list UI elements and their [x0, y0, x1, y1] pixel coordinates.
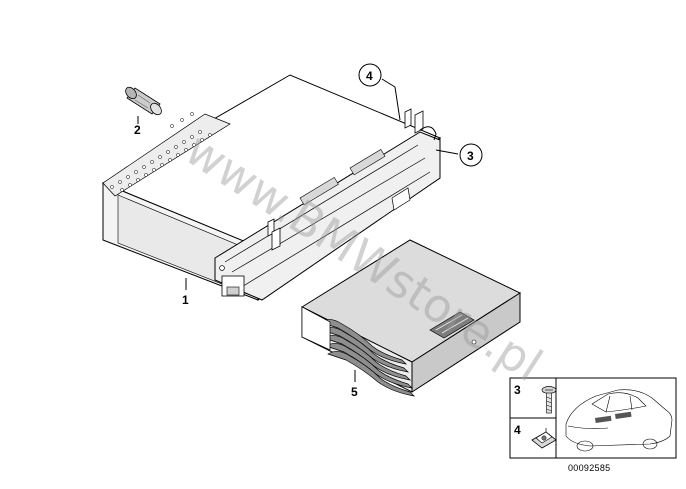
inset-box: 3 4 — [509, 377, 677, 473]
callout-2: 2 — [134, 123, 141, 137]
leader-lines — [137, 78, 459, 382]
inset-label-3: 3 — [514, 383, 521, 397]
callout-3-text: 3 — [467, 149, 474, 163]
cd-changer-unit — [101, 74, 442, 301]
callout-4: 4 — [358, 63, 382, 87]
callout-5: 5 — [351, 385, 358, 399]
callout-labels: 1 2 3 4 5 — [134, 63, 483, 399]
ventilation-holes — [110, 112, 212, 192]
car-silhouette-icon — [565, 389, 673, 452]
callout-4-text: 4 — [366, 69, 373, 83]
reference-number: 00092585 — [568, 463, 610, 473]
mounting-pin — [125, 86, 162, 116]
cd-magazine — [300, 239, 522, 397]
clip-nut-icon — [531, 428, 557, 449]
inset-label-4: 4 — [514, 423, 521, 437]
callout-3: 3 — [459, 143, 483, 167]
callout-1: 1 — [182, 293, 189, 307]
screw-icon — [541, 386, 557, 414]
